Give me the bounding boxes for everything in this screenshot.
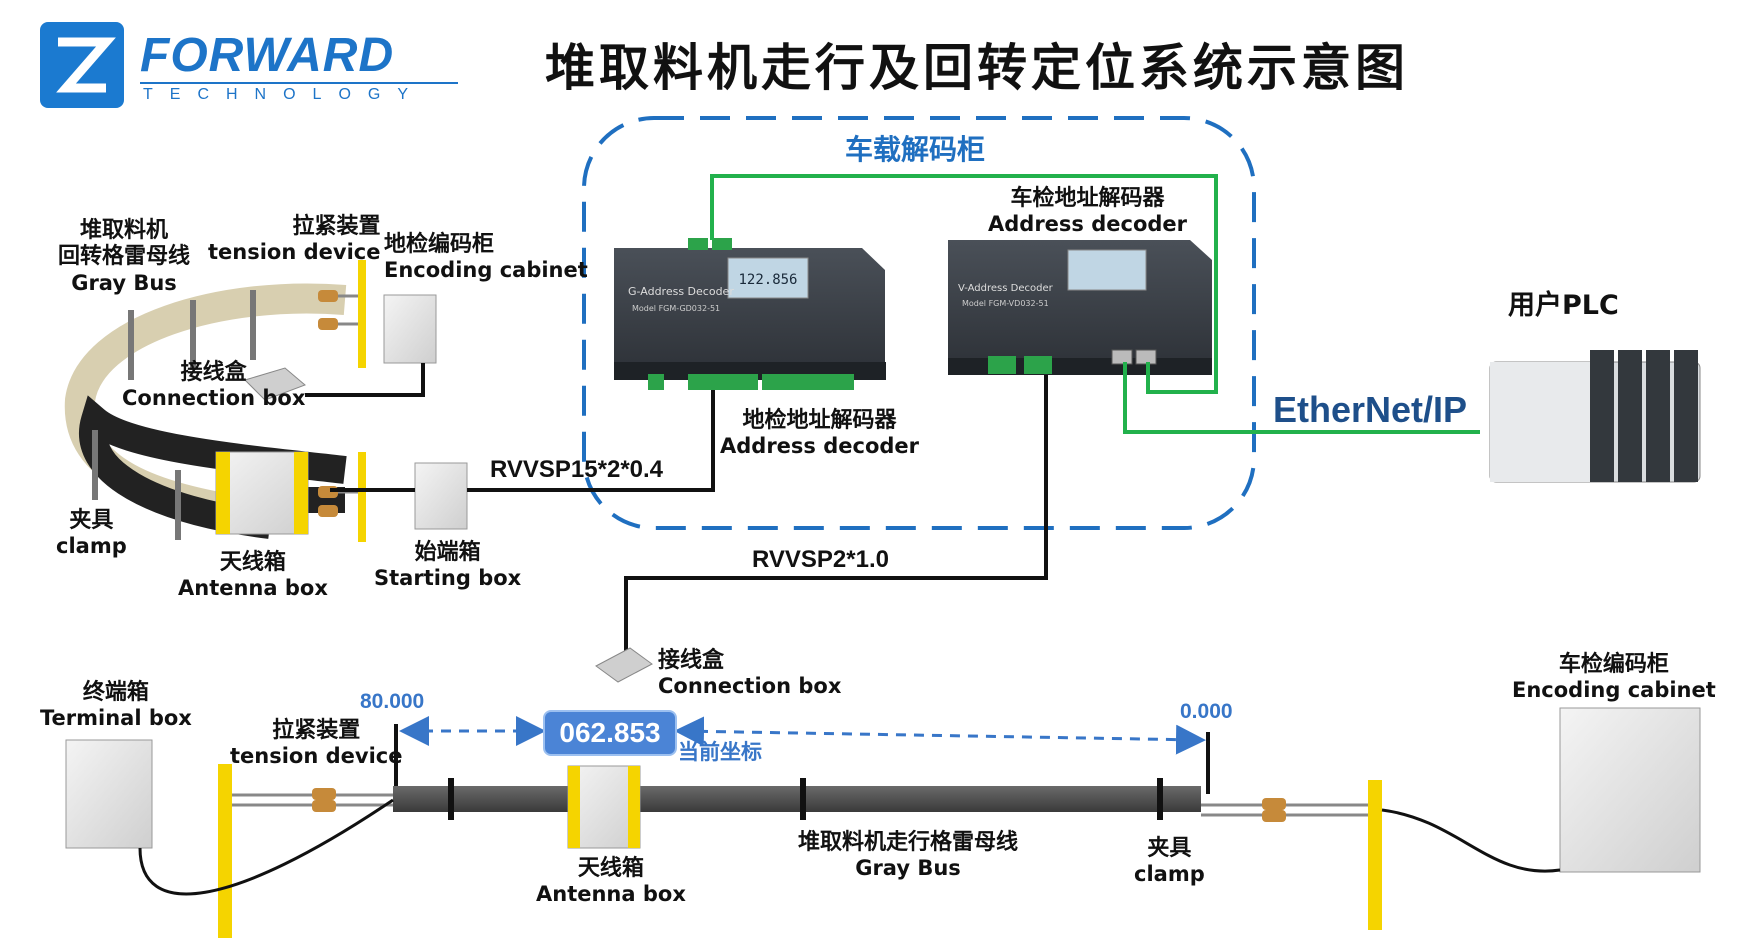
v-decoder-name: V-Address Decoder [958,283,1054,294]
v-decoder-model: Model FGM-VD032-51 [962,299,1049,308]
rotary-bus-zh1: 堆取料机 [80,218,169,243]
conn-bottom-zh: 接线盒 [658,648,725,673]
ground-decoder-label: 地检地址解码器 Address decoder [720,408,919,460]
ground-decoder-zh: 地检地址解码器 [742,408,897,433]
logo-wordmark: FORWARD [140,29,395,82]
travel-gray-bus [393,778,1201,820]
current-position-label: 当前坐标 [678,740,762,764]
post-bottom-left [218,764,232,938]
rotary-bus-zh2: 回转格雷母线 [58,244,191,270]
position-left-value: 80.000 [360,690,425,713]
ground-cab-label: 地检编码柜 Encoding cabinet [384,232,588,284]
cabinet-title: 车载解码柜 [845,133,986,166]
clamp-right-en: clamp [1134,862,1205,887]
vehicle-decoder-label: 车检地址解码器 Address decoder [988,186,1187,238]
clamp-right-label: 夹具 clamp [1134,836,1205,888]
v-address-decoder-device: V-Address Decoder Model FGM-VD032-51 [948,240,1212,375]
g-address-decoder-device: 122.856 G-Address Decoder Model FGM-GD03… [614,238,886,390]
tension-top-en: tension device [208,240,381,265]
antenna-top-en: Antenna box [178,576,328,601]
position-right-value: 0.000 [1180,700,1233,723]
antenna-bottom-en: Antenna box [536,882,686,907]
start-box-en: Starting box [374,566,522,591]
tension-device-bottom [232,788,1368,822]
cable-top-label: RVVSP15*2*0.4 [490,456,664,483]
rotary-bus-en: Gray Bus [71,270,177,295]
logo-subtitle: TECHNOLOGY [143,86,426,103]
starting-box [414,462,468,530]
terminal-zh: 终端箱 [82,680,149,705]
company-logo: FORWARD TECHNOLOGY [40,22,458,112]
ethernet-ip-label: EtherNet/IP [1273,389,1468,430]
clamp-left-zh: 夹具 [69,508,114,533]
tension-top-zh: 拉紧装置 [292,214,381,239]
ethernet-cable [710,174,1218,394]
tension-bottom-label: 拉紧装置 tension device [230,718,402,770]
logo-mark-icon [40,22,124,108]
terminal-box-label: 终端箱 Terminal box [40,680,192,732]
vehicle-cab-en: Encoding cabinet [1512,678,1716,703]
conn-top-zh: 接线盒 [180,360,247,385]
clamp-left-en: clamp [56,534,127,559]
post-bottom-right [1368,780,1382,930]
cabinet-boundary [582,116,1256,530]
connection-box-top [244,367,306,401]
conn-top-label: 接线盒 Connection box [122,360,305,412]
ground-decoder-en: Address decoder [720,434,920,459]
travel-bus-zh: 堆取料机走行格雷母线 [798,830,1019,855]
connection-box-bottom [595,647,653,683]
conn-bottom-en: Connection box [658,674,842,699]
cable-middle-label: RVVSP2*1.0 [752,546,889,573]
conn-bottom-label: 接线盒 Connection box [658,648,841,700]
g-decoder-name: G-Address Decoder [628,285,734,298]
tension-bottom-zh: 拉紧装置 [272,718,361,743]
clamp-right-zh: 夹具 [1147,836,1192,861]
vehicle-encoding-cabinet [1559,707,1701,873]
rotary-bus-label: 堆取料机 回转格雷母线 Gray Bus [58,218,190,296]
plc-label: 用户PLC [1508,290,1619,321]
conn-top-en: Connection box [122,386,306,411]
tension-top-label: 拉紧装置 tension device [208,214,380,266]
g-decoder-model: Model FGM-GD032-51 [632,304,720,313]
antenna-bottom-zh: 天线箱 [577,856,644,881]
plc-device [1489,350,1701,483]
ground-encoding-cabinet [383,294,437,364]
terminal-box [65,739,153,849]
terminal-en: Terminal box [40,706,192,731]
start-box-zh: 始端箱 [414,540,481,565]
start-box-label: 始端箱 Starting box [374,540,521,592]
tension-bottom-en: tension device [230,744,403,769]
antenna-box-top [215,451,309,535]
antenna-bottom-label: 天线箱 Antenna box [536,856,686,908]
travel-bus-label: 堆取料机走行格雷母线 Gray Bus [798,830,1018,882]
logo-divider [140,82,458,84]
ground-cab-zh: 地检编码柜 [384,232,495,257]
travel-bus-en: Gray Bus [855,856,961,881]
vehicle-decoder-zh: 车检地址解码器 [1010,186,1165,211]
post-top-1 [358,260,366,368]
vehicle-cab-label: 车检编码柜 Encoding cabinet [1512,652,1716,704]
clamp-left-label: 夹具 clamp [56,508,127,560]
vehicle-cab-zh: 车检编码柜 [1558,652,1669,677]
current-position-readout: 062.853 [543,710,677,756]
tension-device-top [318,290,358,517]
post-top-2 [358,452,366,542]
page-title: 堆取料机走行及回转定位系统示意图 [545,38,1409,97]
vehicle-decoder-en: Address decoder [988,212,1188,237]
ground-cab-en: Encoding cabinet [384,258,588,283]
antenna-top-label: 天线箱 Antenna box [178,550,328,602]
g-decoder-display: 122.856 [738,272,797,288]
antenna-top-zh: 天线箱 [219,550,286,575]
